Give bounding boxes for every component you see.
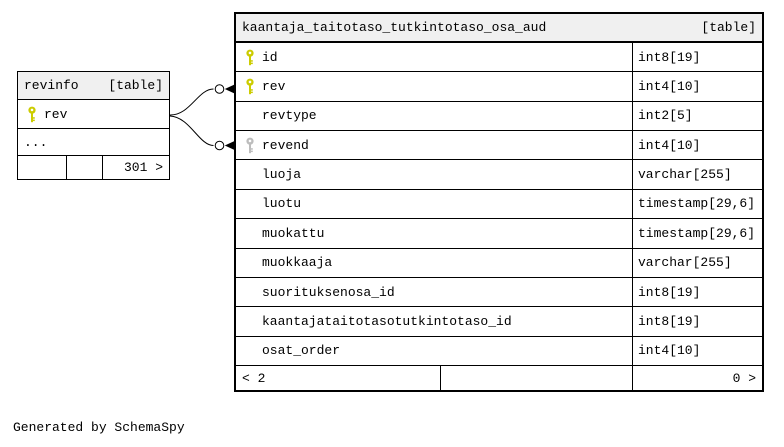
column-name-cell: muokattu xyxy=(236,219,633,248)
column-type: int8[19] xyxy=(638,313,701,329)
column-name-cell: revend xyxy=(236,131,633,160)
column-name: id xyxy=(262,49,278,65)
column-type: timestamp[29,6] xyxy=(638,225,756,241)
aud-table-header[interactable]: kaantaja_taitotaso_tutkintotaso_osa_aud … xyxy=(236,14,762,43)
column-type: timestamp[29,6] xyxy=(638,196,756,212)
table-row: id int8[19] xyxy=(236,43,762,72)
connector-line xyxy=(169,88,214,116)
footer-cell xyxy=(441,366,633,390)
column-type: int2[5] xyxy=(638,108,693,124)
column-name: revtype xyxy=(262,108,317,124)
child-tables-count: 0 > xyxy=(732,370,756,386)
table-row: osat_order int4[10] xyxy=(236,335,762,365)
column-name: revend xyxy=(262,137,309,153)
revinfo-table-title: revinfo xyxy=(24,78,79,93)
column-type: int4[10] xyxy=(638,79,701,95)
primary-key-icon xyxy=(245,78,255,95)
column-name-cell: id xyxy=(236,43,633,72)
connector-arrow xyxy=(224,84,234,94)
column-type: varchar[255] xyxy=(638,167,732,183)
parent-tables-count: < 2 xyxy=(236,366,441,390)
column-name: osat_order xyxy=(262,343,341,359)
table-row: rev int4[10] xyxy=(236,71,762,101)
column-name-cell: muokkaaja xyxy=(236,248,633,277)
column-name: kaantajataitotasotutkintotaso_id xyxy=(262,313,512,329)
column-name-cell: luoja xyxy=(236,160,633,189)
revinfo-table-footer: 301 > xyxy=(18,156,169,179)
column-name-cell: suorituksenosa_id xyxy=(236,277,633,307)
column-name: muokattu xyxy=(262,225,325,241)
hidden-columns-ellipsis: ... xyxy=(18,129,169,156)
column-name-cell: luotu xyxy=(236,189,633,219)
column-name: rev xyxy=(44,106,68,122)
connector-circle xyxy=(214,84,225,94)
table-row: suorituksenosa_id int8[19] xyxy=(236,276,762,307)
column-name: muokkaaja xyxy=(262,255,333,271)
column-name: rev xyxy=(262,79,286,95)
column-name-cell: kaantajataitotasotutkintotaso_id xyxy=(236,307,633,336)
primary-key-icon xyxy=(245,49,255,66)
column-name-cell: rev xyxy=(236,72,633,101)
table-row: rev xyxy=(18,100,169,129)
related-tables-count: 301 > xyxy=(123,160,163,175)
column-name-cell: osat_order xyxy=(236,336,633,365)
column-name: luotu xyxy=(262,196,302,212)
aud-table-footer: < 2 0 > xyxy=(236,365,762,390)
table-row: muokkaaja varchar[255] xyxy=(236,247,762,277)
table-row: kaantajataitotasotutkintotaso_id int8[19… xyxy=(236,306,762,336)
connector-circle xyxy=(214,140,225,151)
revinfo-table-header[interactable]: revinfo [table] xyxy=(18,72,169,100)
aud-table-title: kaantaja_taitotaso_tutkintotaso_osa_aud xyxy=(242,20,547,35)
table-row: luotu timestamp[29,6] xyxy=(236,188,762,219)
column-type: int4[10] xyxy=(638,137,701,153)
table-row: revtype int2[5] xyxy=(236,100,762,131)
aud-table-node[interactable]: kaantaja_taitotaso_tutkintotaso_osa_aud … xyxy=(234,12,764,392)
table-row: muokattu timestamp[29,6] xyxy=(236,218,762,248)
column-name: suorituksenosa_id xyxy=(262,284,395,300)
footer-cell xyxy=(67,156,103,179)
column-rows: id int8[19] xyxy=(236,43,762,365)
column-type: int8[19] xyxy=(638,284,701,300)
connector-line xyxy=(169,115,214,146)
primary-key-icon xyxy=(27,106,37,123)
column-type: int4[10] xyxy=(638,343,701,359)
revinfo-table-badge: [table] xyxy=(108,78,163,93)
column-name-cell: revtype xyxy=(236,101,633,131)
column-name: luoja xyxy=(262,167,302,183)
column-name-cell: rev xyxy=(18,100,67,128)
secondary-key-icon xyxy=(245,137,255,154)
footer-cell xyxy=(18,156,67,179)
column-type: int8[19] xyxy=(638,49,701,65)
connector-arrow xyxy=(224,141,234,150)
table-row: luoja varchar[255] xyxy=(236,159,762,189)
aud-table-badge: [table] xyxy=(701,20,756,35)
table-row: revend int4[10] xyxy=(236,130,762,160)
generated-by-caption: Generated by SchemaSpy xyxy=(13,420,185,435)
revinfo-table-node[interactable]: revinfo [table] rev ... 301 > xyxy=(17,71,170,180)
column-type: varchar[255] xyxy=(638,255,732,271)
